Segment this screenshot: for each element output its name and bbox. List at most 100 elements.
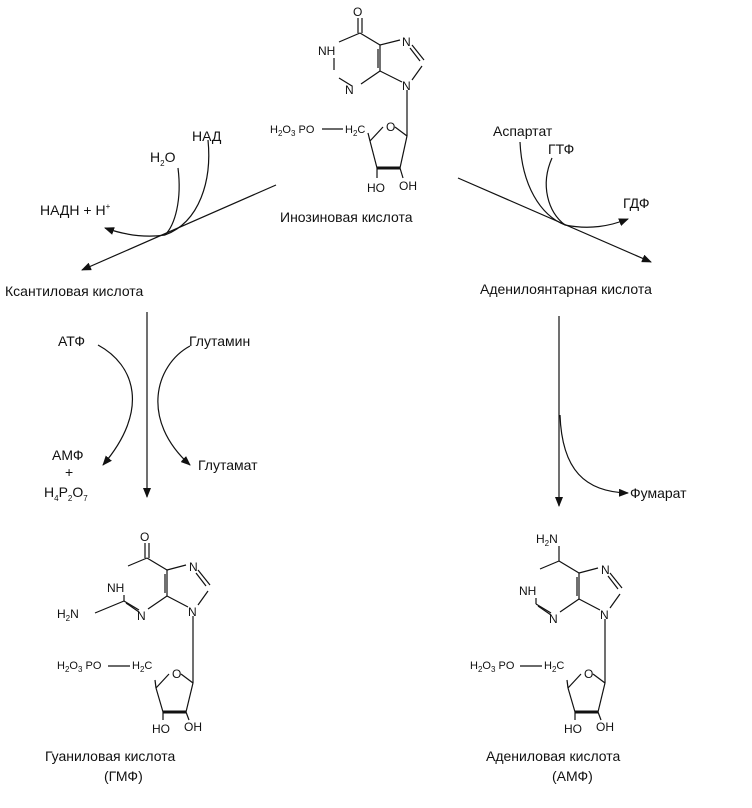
bond [539,560,560,570]
nad-label: НАД [192,128,222,144]
atom-n: N [188,605,197,619]
gtp-curve [545,157,566,226]
gdp-arrow [564,218,629,228]
bond [155,673,170,689]
ch2-group: H2C [345,124,365,138]
bond [360,70,381,85]
double-bond [195,572,207,587]
bond [166,564,187,571]
bond [609,593,621,609]
atom-n: N [137,609,146,623]
bond [338,32,361,43]
amp-compound-label: (АМФ) [552,768,593,784]
bond [578,567,599,574]
amino-group: H2N [536,532,558,548]
bond [166,595,189,608]
atom-nh: NH [107,581,124,595]
glutamine-label: Глутамин [189,333,250,349]
bond [127,557,148,567]
adenylic-acid-label: Адениловая кислота [486,748,620,764]
gmp-label: (ГМФ) [104,768,143,784]
atp-amp-curve [97,344,133,466]
bond [566,679,569,689]
ring-oxygen: O [172,667,181,681]
gtp-label: ГТФ [548,141,574,157]
bond [185,711,190,721]
bond [535,603,552,614]
hydroxyl-ho: HO [367,181,385,195]
hydroxyl-ho: HO [152,722,170,736]
inosinic-acid-structure: O NH N N N O HO OH H2O3 PO H2C [270,5,425,195]
atom-o: O [140,530,149,544]
bond [367,132,371,142]
bond [411,44,425,61]
aspartate-curve [519,141,566,226]
bond [155,687,164,713]
bond [597,711,602,721]
nadh-arrow [104,227,166,237]
pyrophosphate-label: H4P2O7 [44,484,88,503]
hydroxyl-oh: OH [184,720,202,734]
bond [197,569,211,586]
double-bond [409,47,421,62]
atom-n: N [601,563,610,577]
bond [146,557,168,571]
atom-n: N [189,560,198,574]
nad-curve [164,139,210,236]
atom-n: N [345,83,354,97]
h2o-curve [164,167,180,236]
bond [359,32,381,46]
hydroxyl-oh: OH [399,179,417,193]
double-bond [537,605,552,616]
ring-oxygen: O [584,667,593,681]
bond [154,679,157,689]
atom-o: O [353,5,362,19]
atp-label: АТФ [58,333,85,349]
guanylic-acid-structure: O NH N N N H2N O HO OH H2O3 PO H2C [57,530,211,736]
ring-oxygen: O [386,120,395,134]
bond [399,135,408,169]
ch2-group: H2C [132,660,152,674]
bond [379,70,403,83]
bond [369,126,384,142]
atom-nh: NH [318,44,335,58]
adenylosuccinic-acid-label: Аденилоянтарная кислота [480,281,652,297]
bond [411,65,423,81]
bond [197,590,209,606]
h2o-label: H2O [150,149,176,168]
bond [369,140,378,169]
amp-label: АМФ [52,447,84,463]
bond [567,687,576,713]
bond [180,673,194,684]
adenylic-acid-structure: H2N NH N N N O HO OH H2O3 PO H2C [470,532,623,736]
ch2-group: H2C [544,660,564,674]
bond [185,682,194,713]
atom-n: N [402,35,411,49]
double-bond [125,602,140,613]
bond [578,598,601,611]
xanthylic-acid-label: Ксантиловая кислота [5,283,144,299]
fumarate-arrow [559,414,629,497]
bond [394,126,408,137]
bond [94,600,125,614]
bond [592,673,606,684]
phosphate-group: H2O3 PO [57,660,102,674]
bond [597,682,606,713]
bond [123,600,140,611]
nadh-label: НАДН + H+ [40,202,111,218]
phosphate-group: H2O3 PO [470,660,515,674]
bond [559,598,580,613]
bond [609,572,623,589]
atom-n: N [549,612,558,626]
bond [147,595,168,610]
phosphate-group: H2O3 PO [270,124,315,138]
double-bond [607,575,619,590]
fumarate-label: Фумарат [630,485,687,501]
amino-group: H2N [57,607,79,623]
hydroxyl-oh: OH [596,720,614,734]
aspartate-label: Аспартат [493,123,553,139]
bond [338,77,353,87]
bond [379,39,401,46]
